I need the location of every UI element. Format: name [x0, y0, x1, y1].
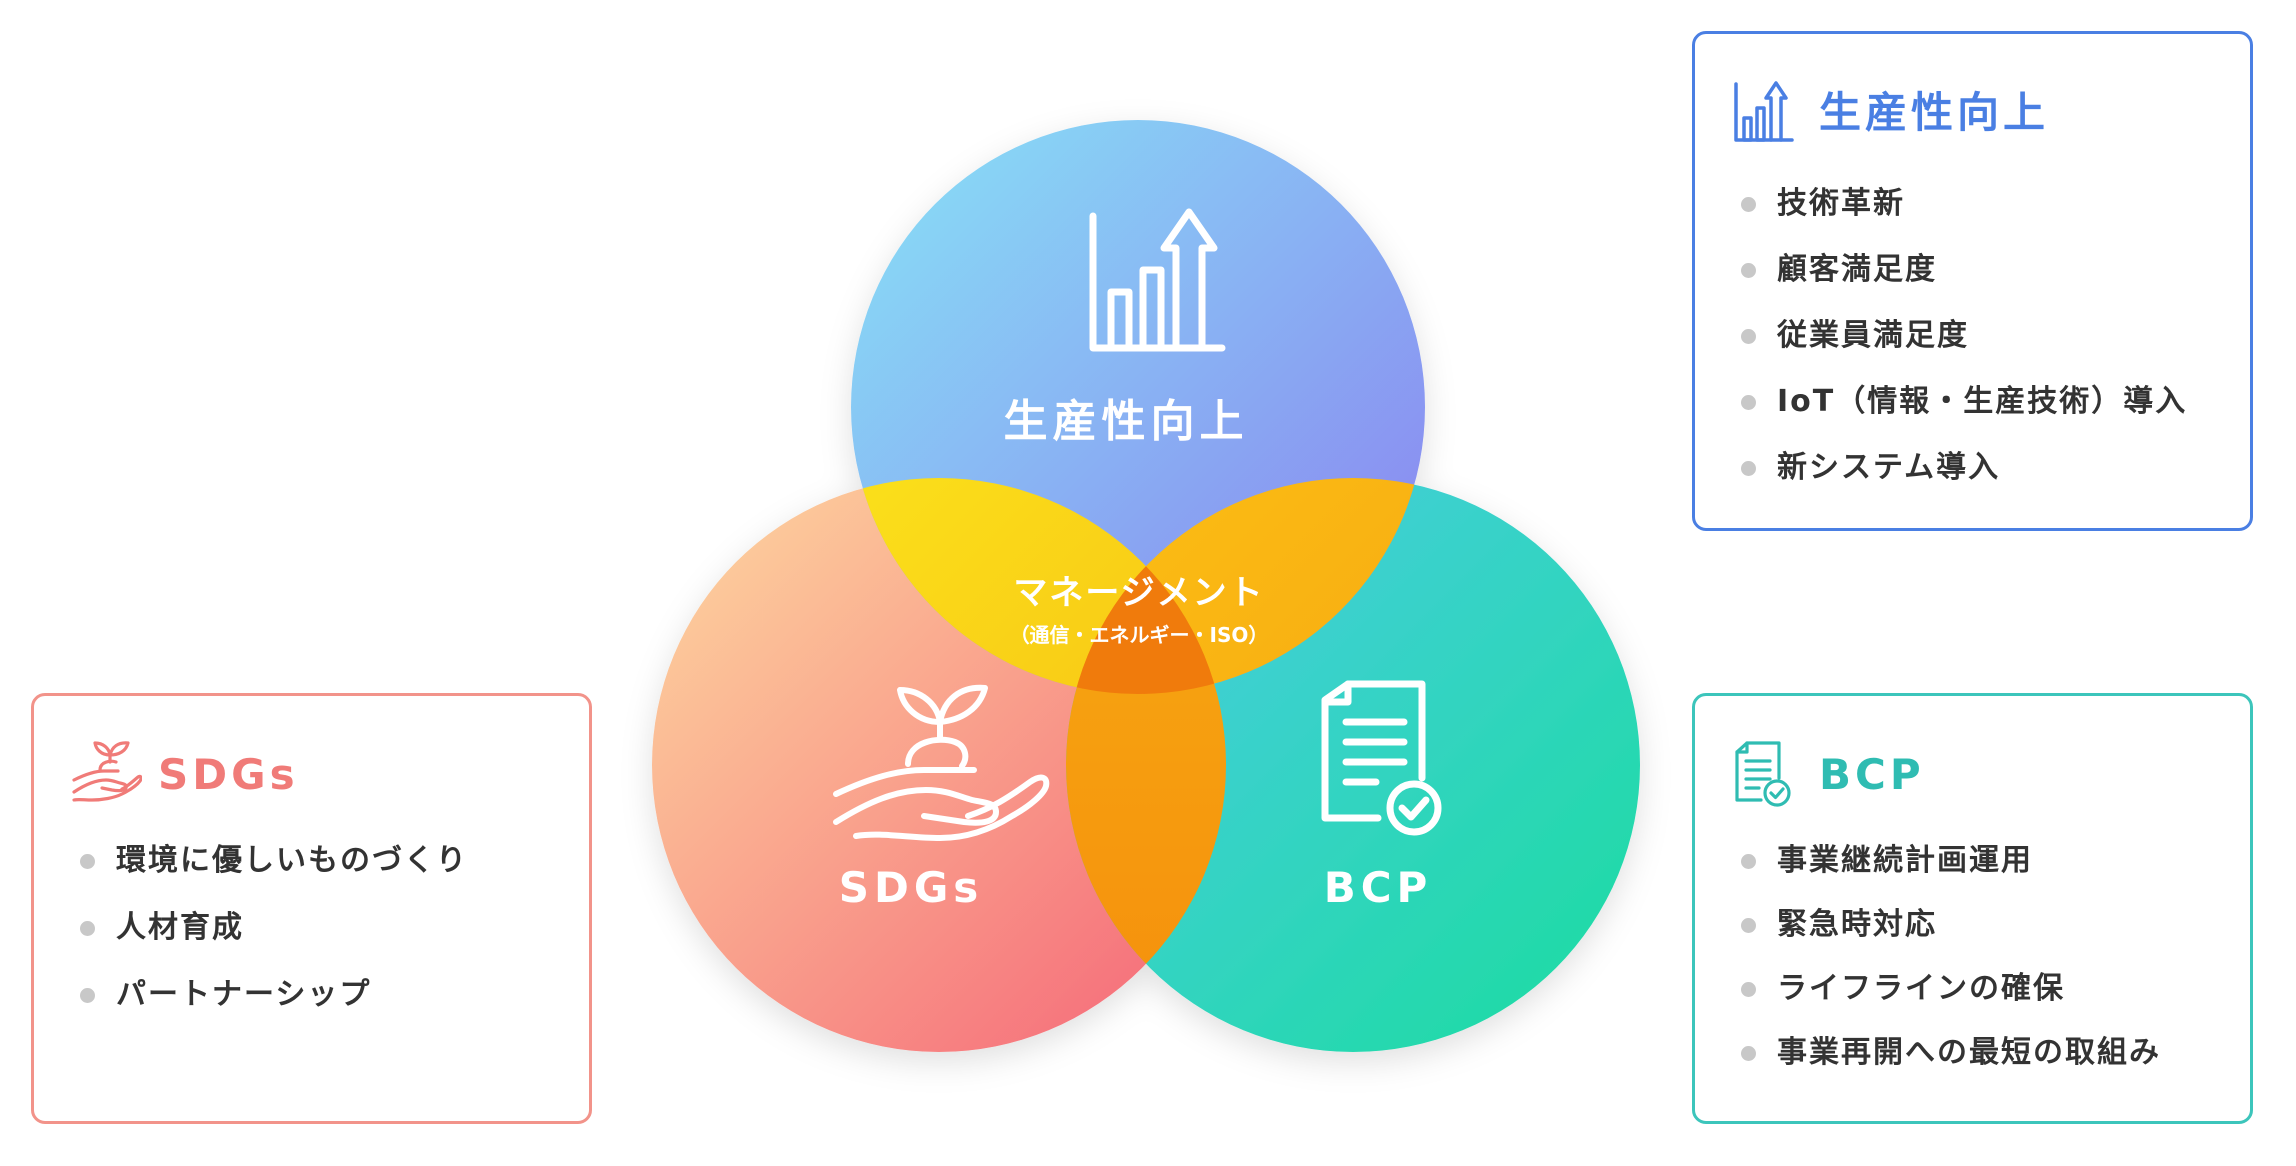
- circle-label-productivity: 生産性向上: [1004, 396, 1249, 447]
- bcp-list: 事業継続計画運用 緊急時対応 ライフラインの確保 事業再開への最短の取組み: [1741, 846, 2161, 1102]
- sprout-hand-icon: [833, 684, 1050, 841]
- document-check-icon: [1321, 680, 1442, 836]
- list-item: IoT（情報・生産技術）導入: [1741, 387, 2187, 417]
- panel-productivity: 生産性向上 技術革新 顧客満足度 従業員満足度 IoT（情報・生産技術）導入 新…: [1692, 31, 2253, 531]
- productivity-list: 技術革新 顧客満足度 従業員満足度 IoT（情報・生産技術）導入 新システム導入: [1741, 189, 2187, 519]
- list-item: 事業再開への最短の取組み: [1741, 1038, 2161, 1068]
- list-item: 緊急時対応: [1741, 910, 2161, 940]
- list-item: パートナーシップ: [80, 980, 468, 1010]
- panel-title-sdgs: SDGs: [158, 750, 299, 799]
- list-item: 新システム導入: [1741, 453, 2187, 483]
- bullet: [1741, 1046, 1756, 1061]
- bullet: [1741, 854, 1756, 869]
- bullet: [1741, 918, 1756, 933]
- bar-chart-arrow-icon: [1089, 208, 1226, 352]
- list-item: 従業員満足度: [1741, 321, 2187, 351]
- circle-label-sdgs: SDGs: [839, 863, 984, 912]
- bullet: [1741, 263, 1756, 278]
- center-label: マネージメント: [1013, 573, 1264, 613]
- bullet: [1741, 395, 1756, 410]
- list-item: ライフラインの確保: [1741, 974, 2161, 1004]
- list-item: 人材育成: [80, 913, 468, 943]
- bullet: [1741, 329, 1756, 344]
- bullet: [1741, 982, 1756, 997]
- center-sublabel: （通信・エネルギー・ISO）: [1010, 623, 1269, 647]
- bullet: [80, 988, 95, 1003]
- bullet: [1741, 197, 1756, 212]
- document-check-icon: [1735, 741, 1791, 807]
- panel-title-productivity: 生産性向上: [1819, 88, 2050, 137]
- list-item: 顧客満足度: [1741, 255, 2187, 285]
- sdgs-list: 環境に優しいものづくり 人材育成 パートナーシップ: [80, 846, 468, 1047]
- list-item: 事業継続計画運用: [1741, 846, 2161, 876]
- bar-chart-arrow-icon: [1734, 81, 1794, 142]
- bullet: [1741, 461, 1756, 476]
- panel-sdgs: SDGs 環境に優しいものづくり 人材育成 パートナーシップ: [31, 693, 592, 1124]
- sprout-hand-icon: [72, 741, 142, 802]
- overlap-productivity-bcp: [1066, 478, 1425, 694]
- bullet: [80, 854, 95, 869]
- bullet: [80, 921, 95, 936]
- list-item: 技術革新: [1741, 189, 2187, 219]
- panel-title-bcp: BCP: [1819, 750, 1925, 799]
- panel-bcp: BCP 事業継続計画運用 緊急時対応 ライフラインの確保 事業再開への最短の取組…: [1692, 693, 2253, 1124]
- circle-label-bcp: BCP: [1324, 863, 1433, 912]
- overlap-productivity-sdgs: [851, 478, 1226, 694]
- list-item: 環境に優しいものづくり: [80, 846, 468, 876]
